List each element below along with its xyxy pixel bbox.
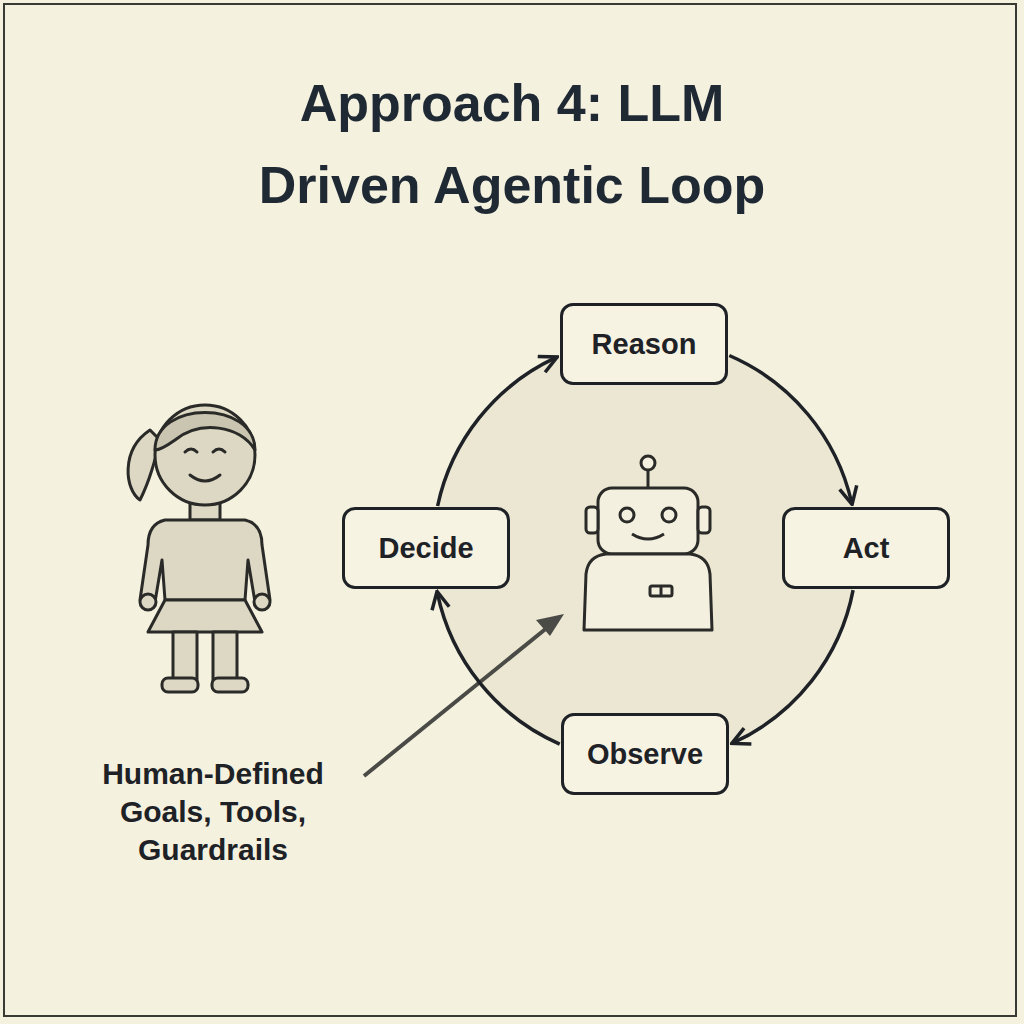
process-box: Observe: [561, 713, 729, 795]
loop-arrow: [438, 358, 556, 506]
box-label: Act: [843, 532, 890, 565]
callout-text: Human-Defined Goals, Tools, Guardrails: [68, 755, 358, 869]
process-box: Reason: [560, 303, 728, 385]
loop-arrow: [733, 590, 853, 743]
diagram-title: Approach 4: LLM Driven Agentic Loop: [232, 62, 792, 226]
robot-figure: [584, 456, 712, 630]
process-box: Decide: [342, 507, 510, 589]
loop-arrow: [437, 593, 559, 744]
box-label: Reason: [592, 328, 697, 361]
process-box: Act: [782, 507, 950, 589]
loop-arrow: [729, 356, 851, 503]
box-label: Decide: [378, 532, 473, 565]
leader-arrow: [364, 614, 564, 776]
girl-figure: [128, 405, 270, 692]
box-label: Observe: [587, 738, 703, 771]
